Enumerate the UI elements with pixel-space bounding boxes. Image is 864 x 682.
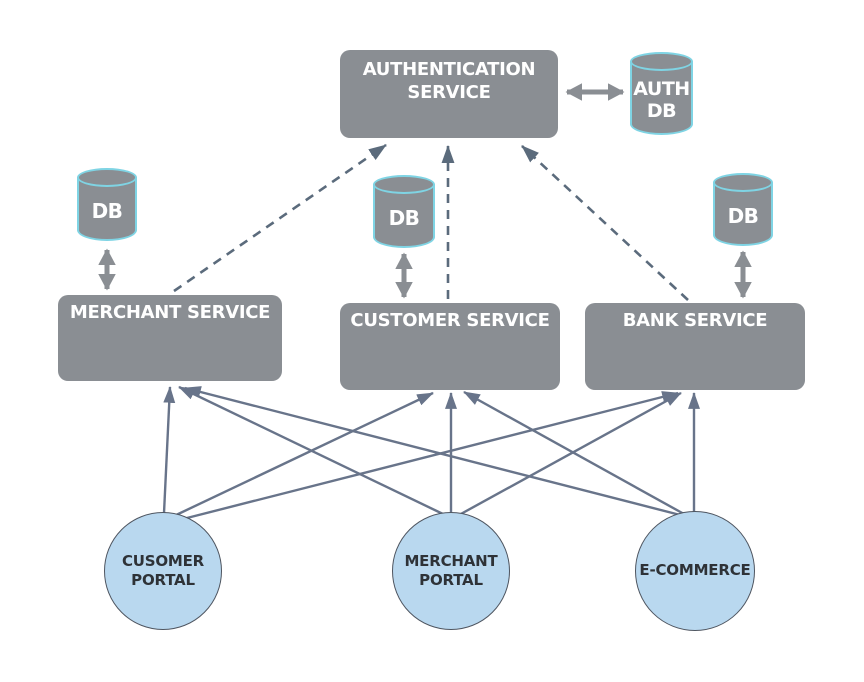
- merchant-portal-label: MERCHANT PORTAL: [404, 551, 498, 590]
- edge-customer-portal-to-merchant-service: [162, 386, 176, 514]
- auth-db-label: AUTH DB: [633, 77, 690, 122]
- edge-customer-portal-to-bank-service: [182, 391, 679, 521]
- node-customer-portal: CUSOMER PORTAL: [104, 512, 222, 630]
- customer-service-label: CUSTOMER SERVICE: [350, 310, 550, 331]
- edge-bank-service-to-auth-service: [521, 145, 689, 301]
- edge-ecommerce-to-customer-service: [463, 390, 685, 516]
- ecommerce-label: E-COMMERCE: [639, 561, 751, 580]
- database-cylinder-icon: [77, 168, 137, 187]
- node-bank-db: DB: [713, 173, 773, 246]
- database-cylinder-icon: [630, 52, 693, 71]
- node-auth-db: AUTH DB: [630, 52, 693, 135]
- node-merchant-service: MERCHANT SERVICE: [58, 295, 282, 381]
- edge-merchant-portal-to-bank-service: [458, 391, 682, 517]
- bank-db-label: DB: [727, 204, 759, 228]
- node-ecommerce: E-COMMERCE: [635, 511, 755, 631]
- edge-ecommerce-to-merchant-service: [184, 386, 689, 519]
- node-customer-service: CUSTOMER SERVICE: [340, 303, 560, 390]
- merchant-db-label: DB: [91, 199, 123, 223]
- merchant-service-label: MERCHANT SERVICE: [69, 302, 271, 323]
- node-authentication-service: AUTHENTICATION SERVICE: [340, 50, 558, 138]
- node-bank-service: BANK SERVICE: [585, 303, 805, 390]
- database-cylinder-icon: [373, 175, 435, 194]
- customer-portal-label: CUSOMER PORTAL: [121, 551, 205, 590]
- edge-customer-portal-to-customer-service: [173, 391, 434, 518]
- database-cylinder-icon: [713, 173, 773, 192]
- edge-merchant-service-to-auth-service: [173, 143, 387, 293]
- authentication-service-label: AUTHENTICATION SERVICE: [362, 59, 536, 104]
- bank-service-label: BANK SERVICE: [622, 310, 768, 331]
- node-merchant-portal: MERCHANT PORTAL: [392, 512, 510, 630]
- customer-db-label: DB: [388, 206, 420, 230]
- node-merchant-db: DB: [77, 168, 137, 241]
- edge-merchant-portal-to-merchant-service: [178, 385, 444, 516]
- node-customer-db: DB: [373, 175, 435, 248]
